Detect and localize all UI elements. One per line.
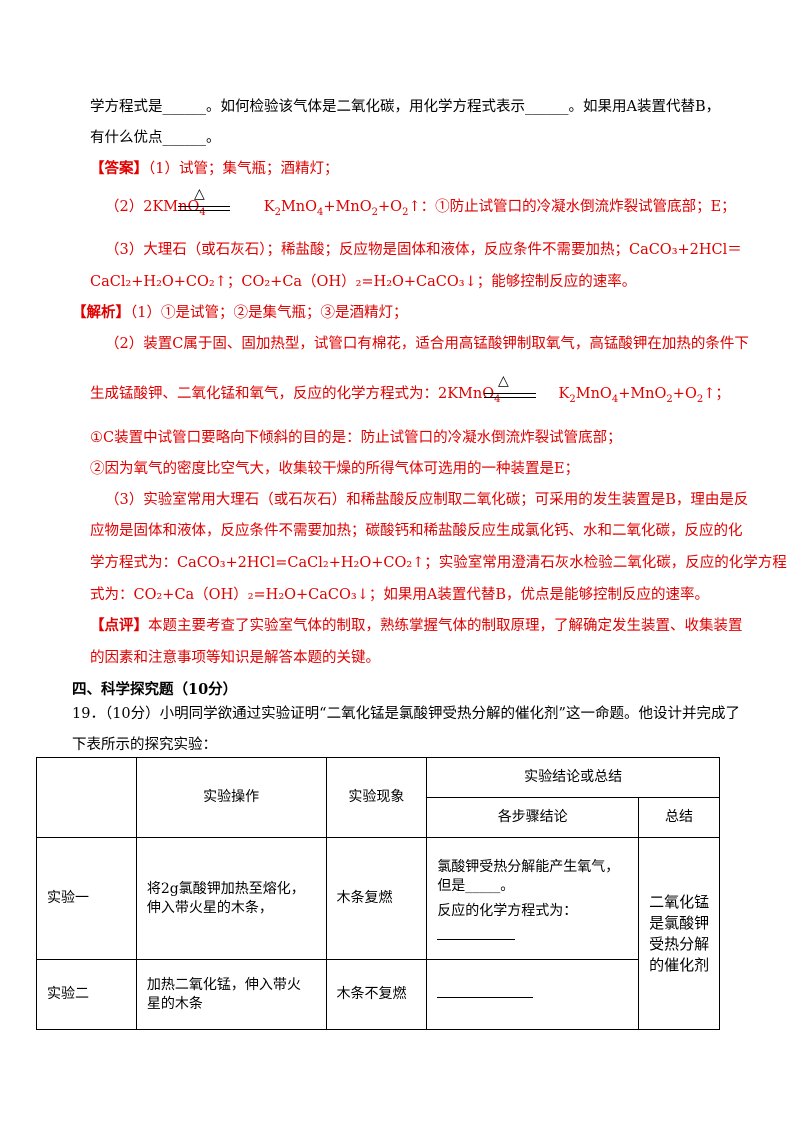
analysis-line-1: 【解析】（1）①是试管；②是集气瓶；③是酒精灯； (72, 303, 407, 323)
row-1-conclusion-line-2: 但是_____。 (437, 877, 515, 894)
row-2-operation: 加热二氧化锰，伸入带火星的木条 (135, 959, 327, 1030)
answer-line-1: 【答案】（1）试管；集气瓶；酒精灯； (90, 159, 338, 179)
analysis-label: 【解析】 (72, 304, 130, 321)
analysis-5-line-1: （3）实验室常用大理石（或石灰石）和稀盐酸反应制取二氧化碳；可采用的发生装置是B… (105, 492, 749, 508)
analysis-2-prefix: 生成锰酸钾、二氧化锰和氧气，反应的化学方程式为：2KMnO (90, 386, 495, 402)
row-1-name: 实验一 (36, 837, 137, 960)
header-phenomenon: 实验现象 (325, 757, 428, 838)
analysis-3: ①C装置中试管口要略向下倾斜的目的是：防止试管口的冷凝水倒流炸裂试管底部； (90, 430, 622, 446)
comment-text-1: 本题主要考查了实验室气体的制取，熟练掌握气体的制取原理，了解确定发生装置、收集装… (148, 618, 743, 634)
header-operation: 实验操作 (135, 757, 327, 838)
row-1-equation-blank (437, 938, 516, 940)
answer-label: 【答案】 (90, 160, 148, 177)
table-row-1: 实验一 将2g氯酸钾加热至熔化，伸入带火星的木条， 木条复燃 氯酸钾受热分解能产… (36, 837, 720, 1030)
question-19-line-1: 19．（10分）小明同学欲通过实验证明“二氧化锰是氯酸钾受热分解的催化剂”这一命… (72, 706, 740, 722)
analysis-5-line-2: 应物是固体和液体，反应条件不需要加热；碳酸钙和稀盐酸反应生成氯化钙、水和二氧化碳… (90, 523, 743, 539)
question-tail-line-1: 学方程式是______。如何检验该气体是二氧化碳，用化学方程式表示______。… (90, 99, 721, 115)
header-conclusion-group: 实验结论或总结 (426, 757, 720, 798)
header-summary: 总结 (638, 797, 720, 838)
row-2-phenomenon: 木条不复燃 (325, 959, 428, 1030)
heating-condition-mark-1: △ (194, 186, 205, 202)
answer-3-line-1: （3）大理石（或石灰石）；稀盐酸；反应物是固体和液体，反应条件不需要加热；CaC… (105, 242, 742, 258)
analysis-4: ②因为氧气的密度比空气大，收集较干燥的所得气体可选用的一种装置是E； (90, 461, 580, 477)
comment-line-1: 【点评】本题主要考查了实验室气体的制取，熟练掌握气体的制取原理，了解确定发生装置… (90, 616, 743, 636)
row-1-conclusion: 氯酸钾受热分解能产生氧气， 但是_____。 反应的化学方程式为： (426, 837, 640, 960)
question-tail-line-2: 有什么优点______。 (90, 130, 221, 146)
row-2-conclusion (426, 959, 640, 1030)
answer-2-rest: ：①防止试管口的冷凝水倒流炸裂试管底部；E； (420, 199, 736, 215)
answer-2-prefix: （2）2KMnO (105, 199, 200, 215)
row-2-name: 实验二 (36, 959, 137, 1030)
heating-condition-mark-2: △ (498, 373, 509, 389)
table-row-2: 实验二 加热二氧化锰，伸入带火星的木条 木条不复燃 (36, 959, 720, 1030)
question-19-line-2: 下表所示的探究实验： (72, 737, 217, 753)
reaction-equals-bar-2 (484, 393, 536, 398)
analysis-5-line-4: 式为：CO₂+Ca（OH）₂=H₂O+CaCO₃↓；如果用A装置代替B，优点是能… (90, 587, 709, 603)
row-1-phenomenon: 木条复燃 (325, 837, 428, 960)
row-1-conclusion-line-1: 氯酸钾受热分解能产生氧气， (437, 858, 620, 875)
section-heading: 四、科学探究题（10分） (72, 681, 238, 698)
analysis-5-line-3: 学方程式为：CaCO₃+2HCl=CaCl₂+H₂O+CO₂↑；实验室常用澄清石… (90, 555, 787, 571)
comment-label: 【点评】 (90, 617, 148, 634)
row-1-conclusion-line-3: 反应的化学方程式为： (437, 902, 578, 919)
answer-1: （1）试管；集气瓶；酒精灯； (148, 161, 339, 177)
reaction-equals-bar-1 (178, 206, 230, 211)
analysis-1: （1）①是试管；②是集气瓶；③是酒精灯； (130, 305, 408, 321)
summary-cell: 二氧化锰是氯酸钾受热分解的催化剂 (638, 837, 720, 1030)
experiment-table: 实验操作 实验现象 实验结论或总结 各步骤结论 总结 实验一 将2g氯酸钾加热至… (36, 757, 720, 1030)
table-corner-cell (36, 757, 137, 838)
analysis-2-line-1: （2）装置C属于固、固加热型，试管口有棉花，适合用高锰酸钾制取氧气，高锰酸钾在加… (105, 336, 749, 352)
row-2-conclusion-blank (437, 997, 534, 998)
answer-3-line-2: CaCl₂+H₂O+CO₂↑；CO₂+Ca（OH）₂=H₂O+CaCO₃↓；能够… (90, 274, 637, 290)
header-step-conclusion: 各步骤结论 (426, 797, 640, 838)
comment-line-2: 的因素和注意事项等知识是解答本题的关键。 (90, 650, 380, 666)
row-1-operation: 将2g氯酸钾加热至熔化，伸入带火星的木条， (135, 837, 327, 960)
